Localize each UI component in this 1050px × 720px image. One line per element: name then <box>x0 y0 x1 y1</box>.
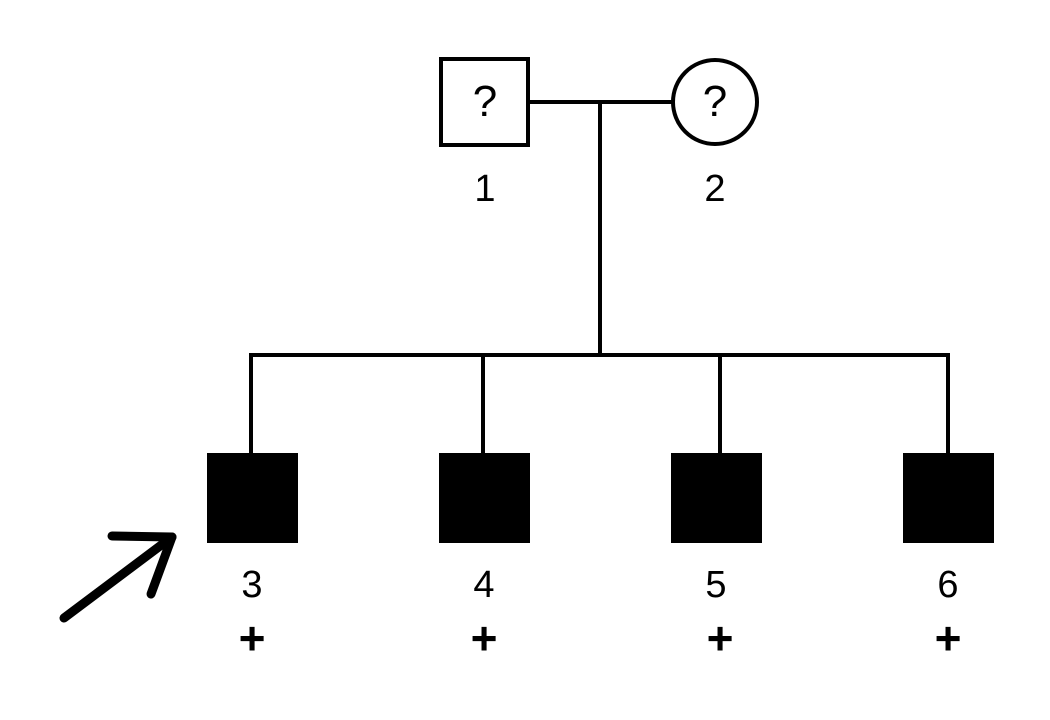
individual-1-glyph: ? <box>472 77 498 126</box>
individual-2-label: 2 <box>704 168 726 210</box>
individual-3-status-mark: + <box>238 612 266 664</box>
individual-3-label: 3 <box>241 564 263 606</box>
individual-4-label: 4 <box>473 564 495 606</box>
individual-3-square[interactable] <box>207 453 298 543</box>
individual-2-circle[interactable] <box>671 58 759 146</box>
proband-arrow-icon <box>59 531 177 623</box>
individual-1-square[interactable] <box>439 57 530 147</box>
individual-5-status-mark: + <box>706 612 734 664</box>
individual-1-label: 1 <box>474 168 496 210</box>
individual-6-square[interactable] <box>903 453 994 543</box>
individual-6-status-mark: + <box>934 612 962 664</box>
individual-2-glyph: ? <box>702 77 728 126</box>
individual-5-square[interactable] <box>671 453 762 543</box>
individual-6-label: 6 <box>937 564 959 606</box>
individual-4-square[interactable] <box>439 453 530 543</box>
individual-4-status-mark: + <box>470 612 498 664</box>
individual-5-label: 5 <box>705 564 727 606</box>
